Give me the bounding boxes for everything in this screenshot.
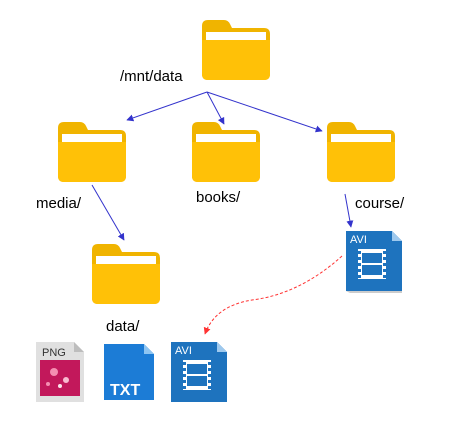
- folder-media-data[interactable]: [92, 244, 160, 304]
- txt-file-badge: TXT: [110, 382, 140, 399]
- folder-icon: [58, 122, 126, 182]
- folder-books[interactable]: [192, 122, 260, 182]
- edge-root-books: [206, 91, 225, 125]
- edge-media-data: [91, 184, 125, 241]
- avi-file-icon: [171, 342, 227, 402]
- edge-video-copy-dashed: [203, 255, 343, 335]
- folder-course[interactable]: [327, 122, 395, 182]
- folder-icon: [92, 244, 160, 304]
- course-video-file[interactable]: AVI: [346, 231, 402, 293]
- avi-copy-file[interactable]: AVI: [171, 342, 227, 402]
- label-books: books/: [196, 189, 241, 206]
- png-file[interactable]: PNG: [36, 342, 84, 402]
- txt-file-icon: [104, 344, 154, 400]
- edges: [91, 91, 354, 335]
- course-video-badge: AVI: [350, 234, 367, 246]
- label-media-data: data/: [106, 318, 140, 335]
- png-file-badge: PNG: [42, 347, 66, 359]
- avi-file-icon: [346, 231, 402, 293]
- txt-file[interactable]: TXT: [104, 344, 154, 400]
- label-media: media/: [36, 195, 82, 212]
- folder-icon: [202, 20, 270, 80]
- folder-icon: [327, 122, 395, 182]
- avi-copy-badge: AVI: [175, 345, 192, 357]
- png-file-icon: [36, 342, 84, 402]
- edge-course-video: [344, 193, 354, 228]
- edge-root-course: [206, 91, 323, 133]
- edge-root-media: [126, 91, 208, 122]
- folder-media[interactable]: [58, 122, 126, 182]
- label-course: course/: [355, 195, 405, 212]
- folder-root[interactable]: [202, 20, 270, 80]
- folder-icon: [192, 122, 260, 182]
- label-root: /mnt/data: [120, 68, 183, 85]
